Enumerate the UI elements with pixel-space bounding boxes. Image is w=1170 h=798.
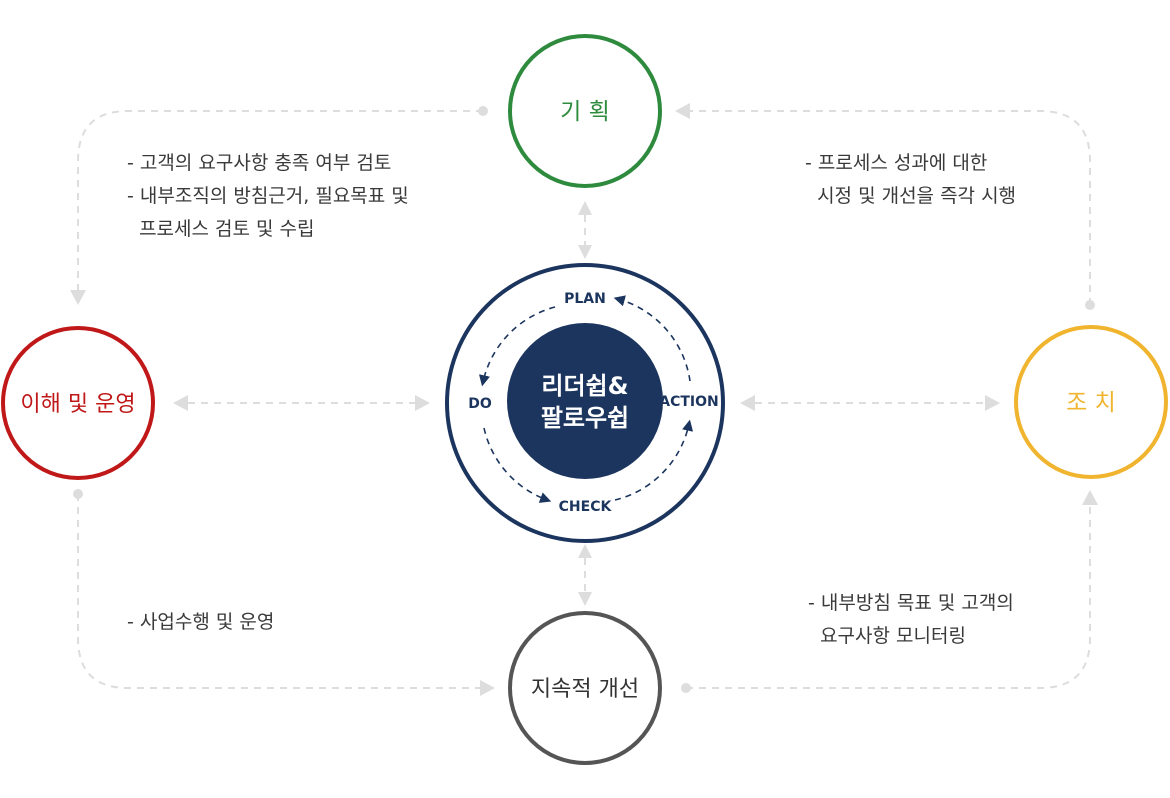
arrow-right-icon — [480, 680, 495, 696]
connector-left-to-bottom — [77, 494, 480, 689]
connector-dots — [73, 106, 1095, 693]
note-line: 시정 및 개선을 즉각 시행 — [805, 185, 1017, 207]
cycle-arrow-do-to-check — [483, 427, 552, 503]
note-bottom-left: - 사업수행 및 운영 — [127, 606, 274, 639]
arrow-down-icon — [578, 245, 592, 259]
pdca-cycle-arrows — [478, 295, 694, 503]
arrow-up-icon — [578, 201, 592, 215]
note-line: - 고객의 요구사항 충족 여부 검토 — [127, 152, 392, 174]
arrow-left-icon — [675, 103, 690, 119]
note-line: - 내부조직의 방침근거, 필요목표 및 — [127, 185, 409, 207]
note-top-right: - 프로세스 성과에 대한 시정 및 개선을 즉각 시행 — [805, 147, 1016, 213]
center-title-line2: 팔로우쉽 — [541, 404, 629, 432]
arrow-up-icon — [578, 544, 592, 558]
node-improvement-circle — [508, 611, 662, 765]
connector-top-to-left — [77, 110, 483, 290]
arrow-right-icon — [985, 395, 1000, 411]
connector-arrowheads — [70, 103, 1098, 696]
note-line: - 내부방침 목표 및 고객의 — [808, 592, 1014, 614]
arrow-down-icon — [70, 290, 86, 305]
note-line: 요구사항 모니터링 — [808, 625, 966, 647]
node-action-label: 조 치 — [1066, 390, 1116, 416]
connector-bottom-to-right — [686, 505, 1091, 689]
note-line: - 프로세스 성과에 대한 — [805, 152, 988, 174]
node-plan: 기 획 — [508, 34, 662, 188]
arrow-up-icon — [1082, 490, 1098, 505]
note-line: - 사업수행 및 운영 — [127, 611, 275, 633]
arrow-left-icon — [740, 395, 755, 411]
node-understanding-label: 이해 및 운영 — [20, 392, 135, 417]
node-action: 조 치 — [1014, 325, 1168, 479]
cycle-arrow-plan-to-do — [478, 306, 556, 387]
arrow-right-icon — [415, 395, 430, 411]
note-line: 프로세스 검토 및 수립 — [127, 218, 315, 240]
arrow-down-icon — [578, 592, 592, 606]
cycle-arrow-check-to-action — [614, 419, 694, 501]
connector-right-to-top — [690, 110, 1091, 305]
node-understanding: 이해 및 운영 — [1, 326, 155, 480]
cycle-arrow-action-to-plan — [613, 295, 691, 382]
arrow-left-icon — [173, 395, 188, 411]
node-improvement-label: 지속적 개선 — [531, 677, 639, 702]
cycle-label-check: CHECK — [559, 499, 613, 515]
node-plan-circle — [508, 34, 662, 188]
cycle-label-do: DO — [468, 396, 492, 412]
node-understanding-circle — [1, 326, 155, 480]
cycle-label-plan: PLAN — [564, 291, 606, 307]
node-action-circle — [1014, 325, 1168, 479]
note-top-left: - 고객의 요구사항 충족 여부 검토 - 내부조직의 방침근거, 필요목표 및… — [127, 147, 409, 246]
center-core — [507, 323, 663, 479]
center-pdca: PLAN DO CHECK ACTION 리더쉽& 팔로우쉽 — [445, 263, 725, 543]
note-bottom-right: - 내부방침 목표 및 고객의 요구사항 모니터링 — [808, 587, 1014, 653]
node-plan-label: 기 획 — [560, 99, 610, 125]
center-title-line1: 리더쉽& — [541, 372, 628, 400]
outer-connectors — [77, 110, 1091, 689]
node-improvement: 지속적 개선 — [508, 611, 662, 765]
cycle-label-action: ACTION — [659, 394, 719, 410]
